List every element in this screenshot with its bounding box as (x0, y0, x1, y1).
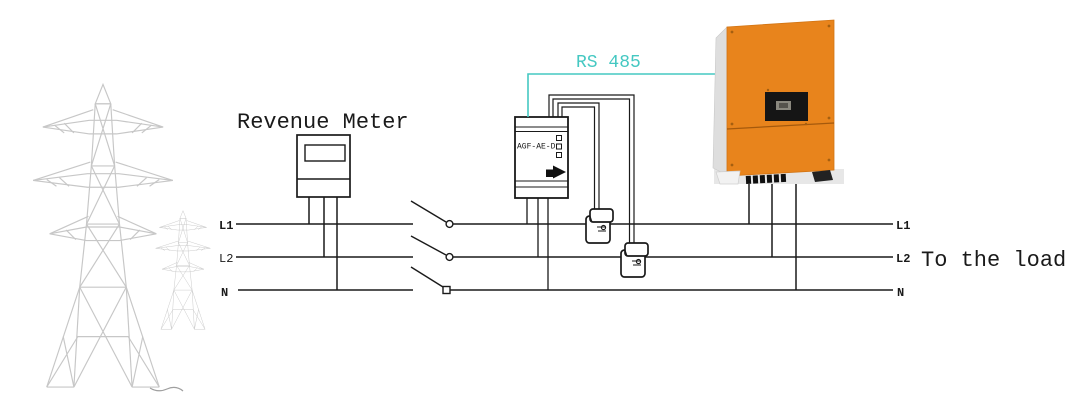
led-indicator-2 (556, 143, 562, 150)
revenue-meter-label: Revenue Meter (237, 110, 409, 135)
line-label-right-l1: L1 (896, 219, 910, 233)
energy-meter-voltage-wires (526, 198, 549, 290)
energy-meter-device (514, 94, 635, 290)
switch-l1 (410, 200, 454, 229)
inverter-right-foot (812, 170, 833, 182)
inverter-seam (726, 122, 835, 130)
ground-mark (149, 386, 184, 392)
inverter-screws (730, 24, 831, 167)
rs485-cable (527, 73, 720, 117)
ct1-wire-pair (557, 102, 600, 210)
transmission-towers (32, 83, 211, 392)
energy-meter-model-label: AGF-AE-D (517, 143, 556, 152)
revenue-meter-wires (308, 197, 338, 290)
led-indicator-3 (556, 152, 562, 158)
switch-n (410, 266, 451, 295)
inverter-side-panel (712, 26, 728, 176)
disconnect-switches (410, 200, 454, 295)
inverter-terminals (745, 173, 787, 184)
revenue-meter-display (304, 144, 346, 162)
ct-clamp-l1 (585, 208, 614, 244)
diagram-labels: Revenue Meter AGF-AE-D L1 L2 N L1 L2 N T… (219, 110, 1066, 300)
line-label-right-l2: L2 (896, 252, 910, 266)
ct2-wire-pair (548, 94, 635, 244)
inverter (712, 19, 844, 185)
arrow-icon (546, 165, 566, 179)
inverter-left-foot (715, 170, 741, 185)
led-indicator-1 (556, 135, 562, 141)
to-the-load-label: To the load (921, 248, 1066, 273)
rs485-label: RS 485 (576, 53, 641, 73)
power-lines (236, 223, 893, 291)
circuit (236, 94, 893, 295)
inverter-display-digits (779, 103, 788, 108)
inverter-output-wires (748, 184, 797, 290)
small-tower (155, 210, 211, 330)
energy-meter-panel-lines (515, 126, 568, 188)
line-label-left-l2: L2 (219, 252, 233, 266)
line-label-left-l1: L1 (219, 219, 233, 233)
line-label-right-n: N (897, 286, 904, 300)
switch-l2 (410, 235, 454, 262)
large-tower (32, 83, 174, 388)
line-label-left-n: N (221, 286, 228, 300)
ct-clamp-l2 (620, 242, 649, 278)
revenue-meter (296, 134, 351, 290)
rs485-link: RS 485 (527, 53, 720, 117)
